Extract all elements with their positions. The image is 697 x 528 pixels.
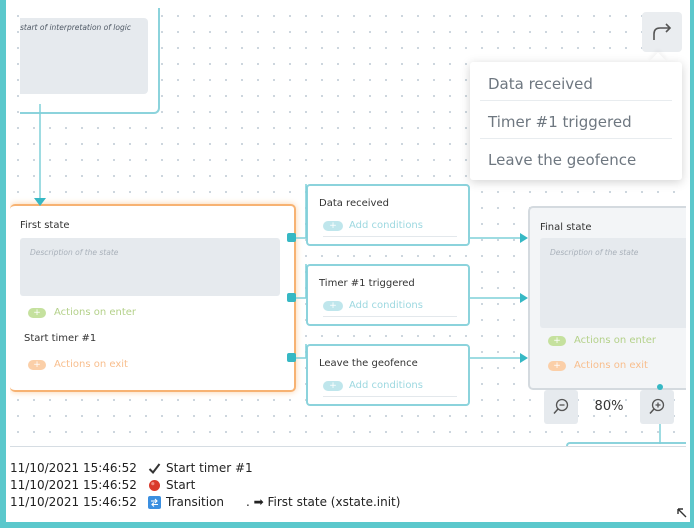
actions-on-enter-button[interactable]: + Actions on enter (548, 335, 656, 346)
transition-label: Leave the geofence (319, 358, 418, 369)
divider (323, 316, 457, 317)
plus-icon: + (323, 380, 343, 391)
window-border-bottom (0, 522, 694, 528)
divider (323, 236, 457, 237)
add-conditions-button[interactable]: + Add conditions (323, 300, 423, 311)
divider (480, 138, 672, 139)
plus-icon: + (548, 335, 566, 346)
add-conditions-label: Add conditions (349, 220, 423, 231)
zoom-level: 80% (594, 399, 624, 414)
menu-item-timer-triggered[interactable]: Timer #1 triggered (488, 113, 632, 131)
start-node-description-text: start of interpretation of logic (20, 23, 131, 32)
add-conditions-label: Add conditions (349, 300, 423, 311)
red-circle-icon (148, 479, 161, 492)
output-port[interactable] (287, 233, 296, 242)
actions-on-enter-label: Actions on enter (574, 335, 657, 346)
actions-on-exit-label: Actions on exit (574, 360, 648, 371)
log-timestamp: 11/10/2021 15:46:52 (10, 495, 137, 509)
log-message: Transition (166, 495, 225, 509)
state-description-placeholder: Description of the state (30, 248, 119, 257)
enter-action-item[interactable]: Start timer #1 (22, 328, 288, 350)
transition-arrows-icon (148, 496, 161, 509)
state-title: First state (20, 220, 70, 231)
zoom-in-icon (649, 398, 665, 414)
output-port[interactable] (287, 353, 296, 362)
add-conditions-button[interactable]: + Add conditions (323, 380, 423, 391)
log-message: Start timer #1 (166, 461, 253, 475)
state-description[interactable]: Description of the state (20, 238, 280, 296)
transition-data-received[interactable]: Data received + Add conditions (306, 184, 470, 246)
state-description[interactable]: Description of the state (540, 238, 686, 328)
actions-on-exit-button[interactable]: + Actions on exit (548, 360, 648, 371)
plus-icon: + (28, 307, 46, 318)
log-message: Start (166, 478, 196, 492)
add-conditions-button[interactable]: + Add conditions (323, 220, 423, 231)
state-card-first-state[interactable]: First state Description of the state + A… (10, 204, 296, 392)
zoom-out-button[interactable] (544, 390, 578, 424)
actions-on-enter-label: Actions on enter (54, 307, 137, 318)
resize-handle-icon[interactable] (676, 504, 688, 518)
enter-action-label: Start timer #1 (24, 333, 97, 344)
divider (480, 100, 672, 101)
plus-icon: + (323, 300, 343, 311)
redo-arrow-icon (653, 23, 672, 40)
menu-item-data-received[interactable]: Data received (488, 75, 593, 93)
transition-leave-geofence[interactable]: Leave the geofence + Add conditions (306, 344, 470, 406)
start-node-description[interactable]: start of interpretation of logic (20, 18, 148, 94)
zoom-out-icon (553, 398, 569, 414)
actions-on-enter-button[interactable]: + Actions on enter (28, 307, 136, 318)
plus-icon: + (28, 359, 46, 370)
redo-dropdown-menu: Data received Timer #1 triggered Leave t… (470, 62, 682, 180)
window-border-right (690, 0, 694, 528)
plus-icon: + (548, 360, 566, 371)
plus-icon: + (323, 220, 343, 231)
actions-on-exit-label: Actions on exit (54, 359, 128, 370)
partial-node (566, 442, 686, 446)
menu-item-leave-geofence[interactable]: Leave the geofence (488, 151, 637, 169)
redo-button[interactable] (642, 12, 682, 52)
state-card-final-state[interactable]: Final state Description of the state + A… (528, 206, 686, 390)
log-detail: . ➡ First state (xstate.init) (246, 495, 401, 509)
output-port[interactable] (287, 293, 296, 302)
zoom-in-button[interactable] (640, 390, 674, 424)
state-title: Final state (540, 222, 592, 233)
check-mark-icon (148, 462, 161, 475)
transition-timer-triggered[interactable]: Timer #1 triggered + Add conditions (306, 264, 470, 326)
log-timestamp: 11/10/2021 15:46:52 (10, 478, 137, 492)
transition-label: Data received (319, 198, 389, 209)
transition-label: Timer #1 triggered (319, 278, 415, 289)
add-conditions-label: Add conditions (349, 380, 423, 391)
window-border-left (0, 0, 6, 528)
actions-on-exit-button[interactable]: + Actions on exit (28, 359, 128, 370)
log-timestamp: 11/10/2021 15:46:52 (10, 461, 137, 475)
state-description-placeholder: Description of the state (550, 248, 639, 257)
divider (323, 396, 457, 397)
start-node[interactable]: start of interpretation of logic (20, 8, 160, 114)
